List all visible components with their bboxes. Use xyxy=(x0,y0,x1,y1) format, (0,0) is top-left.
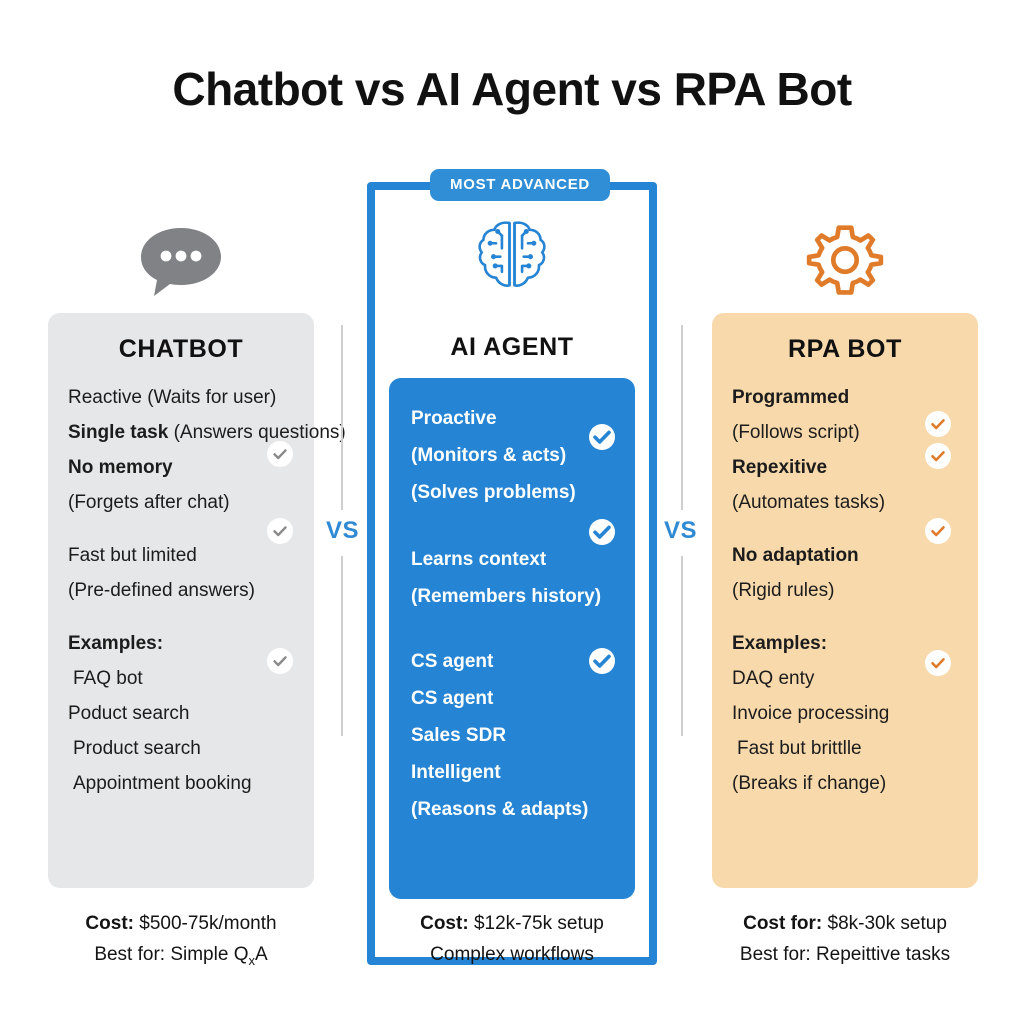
list-item: (Pre-defined answers) xyxy=(68,580,255,601)
list-item: Single task (Answers questions) xyxy=(68,422,346,443)
list-item: CS agent xyxy=(411,688,494,709)
agent-best-for: Complex workflows xyxy=(430,944,594,965)
list-item: Reactive (Waits for user) xyxy=(68,387,277,408)
brain-icon xyxy=(478,221,546,287)
rpa-heading: RPA BOT xyxy=(788,335,902,363)
rpa-cost: Cost for: $8k-30k setup xyxy=(743,913,947,934)
list-item: (Breaks if change) xyxy=(732,773,887,794)
spacer xyxy=(732,608,958,626)
list-item: (Automates tasks) xyxy=(732,492,886,513)
spacer xyxy=(68,520,294,538)
list-item: CS agent xyxy=(411,651,494,672)
list-item: No adaptation xyxy=(732,545,859,566)
column-agent xyxy=(367,0,657,1024)
list-item: Poduct search xyxy=(68,703,190,724)
chatbot-cost: Cost: $500-75k/month xyxy=(85,913,277,934)
list-item: (Solves problems) xyxy=(411,482,576,503)
column-rpa: RPA BOT Programmed (Follows script) Repe… xyxy=(700,0,990,1024)
rpa-feature-list: Programmed (Follows script) Repexitive (… xyxy=(732,380,958,801)
list-item: No memory xyxy=(68,457,173,478)
examples-label: Examples: xyxy=(68,633,164,654)
vs-label-right: VS xyxy=(664,517,698,544)
list-item: (Reasons & adapts) xyxy=(411,799,589,820)
divider-right-upper xyxy=(681,325,683,510)
check-icon xyxy=(925,650,951,676)
divider-right-lower xyxy=(681,556,683,736)
divider-left-lower xyxy=(341,556,343,736)
list-item: (Follows script) xyxy=(732,422,860,443)
list-item: Appointment booking xyxy=(73,773,252,794)
list-item: Product search xyxy=(73,738,201,759)
vs-label-left: VS xyxy=(326,517,360,544)
examples-label: Examples: xyxy=(732,633,828,654)
list-item: DAQ enty xyxy=(732,668,815,689)
list-item: Sales SDR xyxy=(411,725,507,746)
gear-icon xyxy=(806,225,884,295)
agent-feature-list: Proactive (Monitors & acts) (Solves prob… xyxy=(411,400,617,828)
list-item: (Monitors & acts) xyxy=(411,445,567,466)
list-item: Fast but brittlle xyxy=(737,738,862,759)
chat-bubble-icon xyxy=(141,228,221,296)
chatbot-footer: Cost: $500-75k/month Best for: Simple Qx… xyxy=(36,908,326,976)
badge-most-advanced: MOST ADVANCED xyxy=(430,169,610,201)
agent-cost: Cost: $12k-75k setup xyxy=(420,913,604,934)
check-icon xyxy=(925,411,951,437)
list-item: Fast but limited xyxy=(68,545,197,566)
card-chatbot: CHATBOT Reactive (Waits for user) Single… xyxy=(48,313,346,888)
spacer xyxy=(68,608,294,626)
spacer xyxy=(411,615,617,643)
brain-icon-wrap xyxy=(367,205,657,305)
check-icon xyxy=(589,424,615,450)
rpa-footer: Cost for: $8k-30k setup Best for: Repeit… xyxy=(700,908,990,970)
list-item: Programmed xyxy=(732,387,850,408)
chatbot-feature-list: Reactive (Waits for user) Single task (A… xyxy=(68,380,346,801)
check-icon xyxy=(267,441,293,467)
chatbot-heading: CHATBOT xyxy=(118,335,244,363)
card-agent: Proactive (Monitors & acts) (Solves prob… xyxy=(389,378,635,899)
list-item: (Rigid rules) xyxy=(732,580,835,601)
check-icon xyxy=(589,519,615,545)
column-chatbot: CHATBOT Reactive (Waits for user) Single… xyxy=(36,0,346,1024)
check-icon xyxy=(925,443,951,469)
chat-bubble-icon-wrap xyxy=(36,212,326,312)
list-item: Invoice processing xyxy=(732,703,890,724)
list-item: (Forgets after chat) xyxy=(68,492,230,513)
card-rpa: RPA BOT Programmed (Follows script) Repe… xyxy=(712,313,978,888)
chatbot-best-for: Best for: Simple QxA xyxy=(94,944,268,968)
list-item: FAQ bot xyxy=(73,668,143,689)
list-item: Intelligent xyxy=(411,762,501,783)
check-icon xyxy=(267,518,293,544)
agent-heading: AI AGENT xyxy=(450,333,574,361)
divider-left-upper xyxy=(341,325,343,510)
agent-footer: Cost: $12k-75k setup Complex workflows xyxy=(367,908,657,970)
page-title: Chatbot vs AI Agent vs RPA Bot xyxy=(172,63,852,115)
spacer xyxy=(411,511,617,541)
list-item: Learns context xyxy=(411,549,547,570)
list-item: Proactive xyxy=(411,408,497,429)
rpa-best-for: Best for: Repeittive tasks xyxy=(739,944,951,965)
check-icon xyxy=(589,648,615,674)
gear-icon-wrap xyxy=(700,212,990,312)
list-item: Repexitive xyxy=(732,457,828,478)
check-icon xyxy=(925,518,951,544)
list-item: (Remembers history) xyxy=(411,586,602,607)
check-icon xyxy=(267,648,293,674)
